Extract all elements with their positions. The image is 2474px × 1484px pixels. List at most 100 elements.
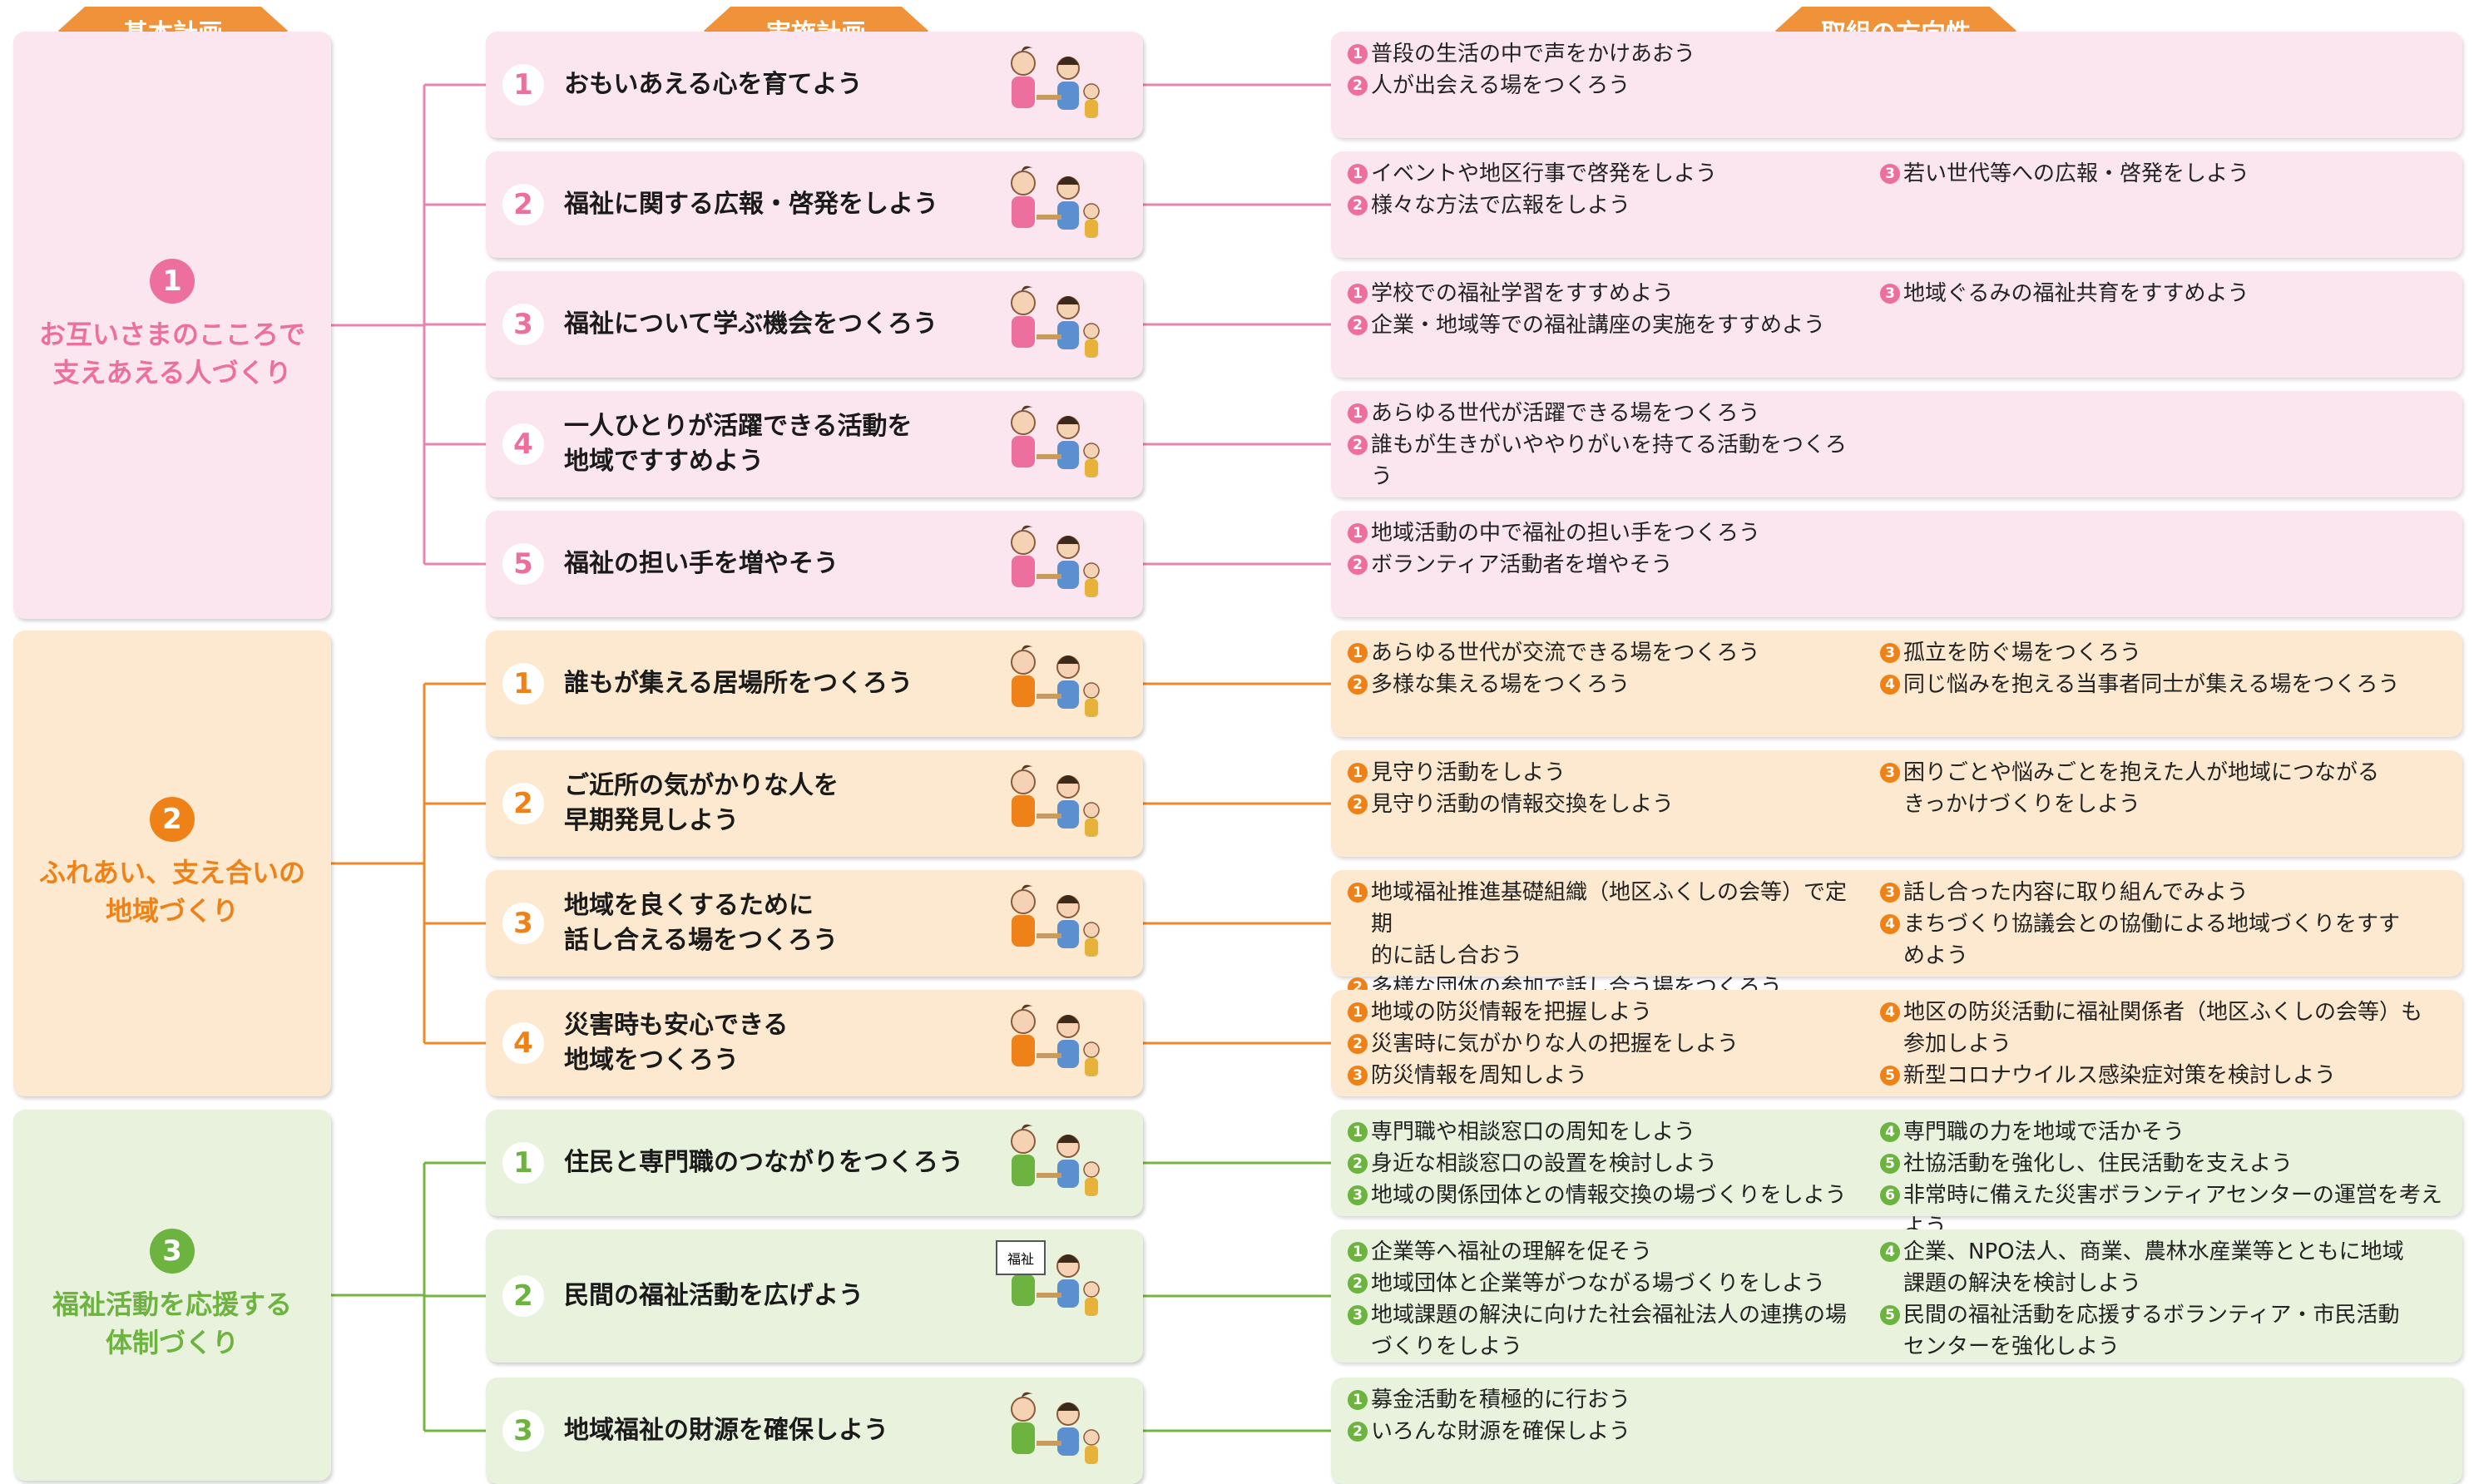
direction-number-badge: 1 xyxy=(1348,1122,1368,1142)
plan-text: 民間の福祉活動を広げよう xyxy=(564,1281,863,1310)
section-title: ふれあい、支え合いの 地域づくり xyxy=(38,857,305,927)
plan-number: 4 xyxy=(502,1022,544,1064)
direction-text: 専門職の力を地域で活かそう xyxy=(1903,1120,2185,1145)
direction-number-badge: 5 xyxy=(1880,1305,1900,1325)
plan-2-4: 4 災害時も安心できる 地域をつくろう xyxy=(486,990,1143,1096)
direction-text: 企業等へ福祉の理解を促そう xyxy=(1371,1239,1653,1264)
direction-number-badge: 3 xyxy=(1880,883,1900,903)
neighborhood-watch-illustration xyxy=(1011,764,1100,837)
direction-number-badge: 4 xyxy=(1880,1122,1900,1142)
plan-number: 2 xyxy=(502,783,544,824)
direction-text: 見守り活動の情報交換をしよう xyxy=(1371,792,1675,817)
plan-text: 誰もが集える居場所をつくろう xyxy=(564,669,913,698)
direction-text: 地域の関係団体との情報交換の場づくりをしよう xyxy=(1371,1183,1847,1208)
direction-number-badge: 6 xyxy=(1880,1185,1900,1205)
direction-number-badge: 1 xyxy=(1348,403,1368,423)
plan-number: 5 xyxy=(502,543,544,585)
direction-text: イベントや地区行事で啓発をしよう xyxy=(1371,161,1718,186)
board-label: 福祉 xyxy=(1007,1251,1034,1267)
plan-text: 災害時も安心できる 地域をつくろう xyxy=(564,1011,789,1075)
direction-text: 非常時に備えた災害ボランティアセンターの運営を考えよう xyxy=(1903,1183,2442,1239)
direction-number-badge: 4 xyxy=(1880,1242,1900,1262)
direction-text: 多様な集える場をつくろう xyxy=(1371,672,1630,697)
plan-number: 3 xyxy=(502,1410,544,1452)
direction-number-badge: 2 xyxy=(1348,1154,1368,1174)
plan-1-5: 5 福祉の担い手を増やそう xyxy=(486,511,1143,617)
direction-number-badge: 3 xyxy=(1348,1185,1368,1205)
direction-number-badge: 5 xyxy=(1880,1154,1900,1174)
direction-text: 地域団体と企業等がつながる場づくりをしよう xyxy=(1371,1271,1826,1296)
direction-text: 誰もが生きがいややりがいを持てる活動をつくろう xyxy=(1371,433,1848,489)
direction-number-badge: 4 xyxy=(1880,914,1900,934)
direction-text: 地域福祉推進基礎組織（地区ふくしの会等）で定期 的に話し合おう xyxy=(1371,880,1848,968)
direction-number-badge: 1 xyxy=(1348,643,1368,663)
plan-text: 住民と専門職のつながりをつくろう xyxy=(564,1148,963,1177)
direction-text: 様々な方法で広報をしよう xyxy=(1371,193,1631,218)
direction-text: あらゆる世代が交流できる場をつくろう xyxy=(1371,641,1760,665)
direction-text: 新型コロナウイルス感染症対策を検討しよう xyxy=(1903,1063,2337,1088)
direction-text: 地域の防災情報を把握しよう xyxy=(1371,1000,1653,1025)
plan-text: 福祉の担い手を増やそう xyxy=(564,549,839,578)
plan-number: 3 xyxy=(502,903,544,944)
direction-number-badge: 2 xyxy=(1348,1034,1368,1054)
building-illustration xyxy=(1011,1392,1100,1464)
direction-text: 地区の防災活動に福祉関係者（地区ふくしの会等）も 参加しよう xyxy=(1903,1000,2423,1056)
direction-text: 募金活動を積極的に行おう xyxy=(1371,1388,1631,1412)
direction-number-badge: 2 xyxy=(1348,1422,1368,1442)
plan-number: 2 xyxy=(502,1275,544,1317)
children-learning-illustration xyxy=(1011,285,1100,358)
direction-text: 身近な相談窓口の設置を検討しよう xyxy=(1371,1151,1718,1176)
disaster-evacuation-illustration xyxy=(1011,1004,1100,1076)
direction-text: 企業、NPO法人、商業、農林水産業等とともに地域 課題の解決を検討しよう xyxy=(1903,1239,2404,1296)
direction-number-badge: 5 xyxy=(1880,1066,1900,1086)
section-number-badge: 1 xyxy=(150,259,195,304)
direction-text: 災害時に気がかりな人の把握をしよう xyxy=(1371,1031,1739,1056)
meeting-discussion-illustration xyxy=(1011,884,1100,957)
direction-number-badge: 3 xyxy=(1348,1305,1368,1325)
direction-text: 防災情報を周知しよう xyxy=(1371,1063,1588,1088)
plan-text: おもいあえる心を育てよう xyxy=(564,70,863,99)
direction-text: 困りごとや悩みごとを抱えた人が地域につながる きっかけづくりをしよう xyxy=(1903,760,2380,817)
direction-text: 地域課題の解決に向けた社会福祉法人の連携の場 づくりをしよう xyxy=(1371,1303,1848,1359)
community-event-illustration xyxy=(1011,166,1100,238)
direction-number-badge: 1 xyxy=(1348,763,1368,783)
direction-number-badge: 2 xyxy=(1348,435,1368,455)
